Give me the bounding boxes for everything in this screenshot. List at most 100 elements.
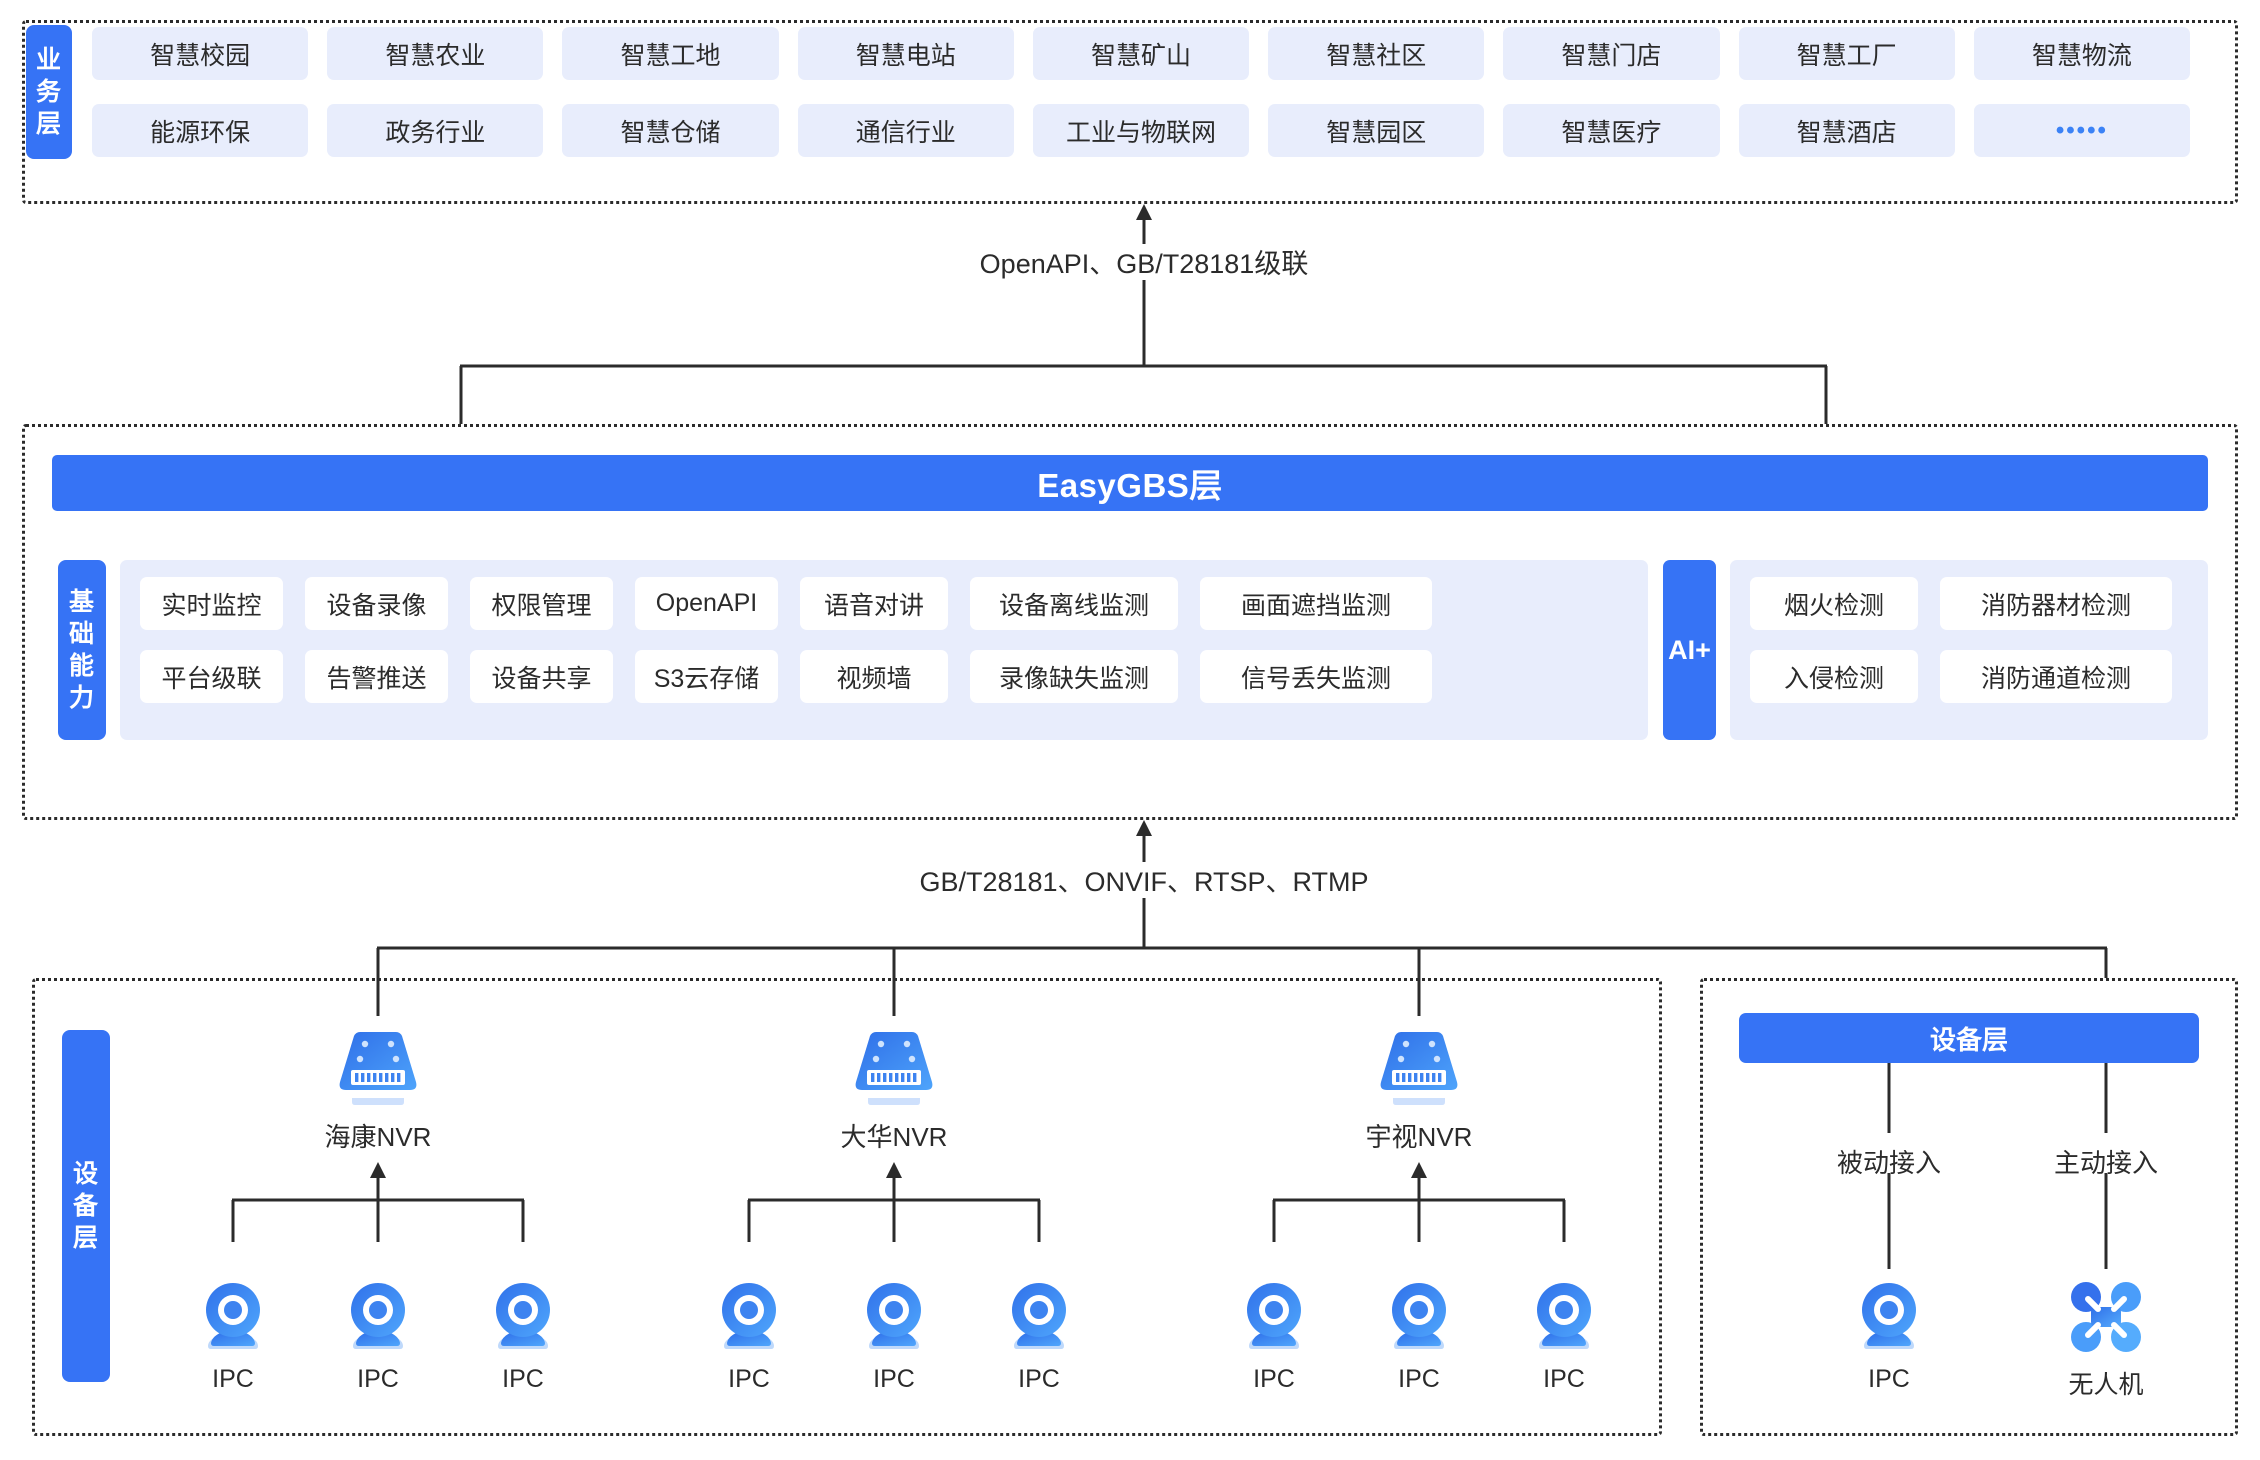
- capability-item-5[interactable]: 设备离线监测: [970, 577, 1178, 630]
- device-label-drone: 无人机: [2068, 1371, 2144, 1399]
- camera-label-1-1: IPC: [873, 1365, 915, 1393]
- camera-icon-node-1-1[interactable]: [859, 1278, 929, 1356]
- business-item-2[interactable]: 智慧工地: [562, 27, 779, 80]
- nvr-icon-group-1[interactable]: [846, 1026, 942, 1108]
- business-item-10[interactable]: 政务行业: [327, 104, 544, 157]
- camera-icon-node-0-0[interactable]: [198, 1278, 268, 1356]
- business-layer-tab: 业 务 层: [26, 25, 72, 159]
- nvr-label-2: 宇视NVR: [1365, 1122, 1473, 1152]
- capability-item-2[interactable]: 权限管理: [470, 577, 613, 630]
- business-item-1[interactable]: 智慧农业: [327, 27, 544, 80]
- camera-icon-node-2-2[interactable]: [1529, 1278, 1599, 1356]
- ai-item-0[interactable]: 烟火检测: [1750, 577, 1918, 630]
- business-item-5[interactable]: 智慧社区: [1268, 27, 1485, 80]
- device-label-passive: IPC: [1868, 1365, 1910, 1393]
- camera-icon-node-2-0[interactable]: [1239, 1278, 1309, 1356]
- nvr-0-tree: [231, 1162, 525, 1242]
- camera-label-1-0: IPC: [728, 1365, 770, 1393]
- ai-item-2[interactable]: 入侵检测: [1750, 650, 1918, 703]
- nvr-label-0: 海康NVR: [324, 1122, 432, 1152]
- device-layer-right-header: 设备层: [1739, 1013, 2199, 1063]
- business-item-7[interactable]: 智慧工厂: [1738, 27, 1955, 80]
- nvr-icon: [1380, 1032, 1458, 1105]
- camera-label-0-1: IPC: [357, 1365, 399, 1393]
- nvr-1-tree: [747, 1162, 1041, 1242]
- camera-icon-node-1-2[interactable]: [1004, 1278, 1074, 1356]
- camera-icon: [722, 1283, 776, 1349]
- business-item-14[interactable]: 智慧园区: [1268, 104, 1485, 157]
- nvr-2-tree: [1272, 1162, 1566, 1242]
- capability-layer-tab: 基 础 能 力: [58, 560, 106, 740]
- business-item-11[interactable]: 智慧仓储: [562, 104, 779, 157]
- camera-icon-node-0-2[interactable]: [488, 1278, 558, 1356]
- ai-capability-box: 烟火检测 消防器材检测 入侵检测 消防通道检测: [1730, 560, 2208, 740]
- access-mode-label-0: 被动接入: [1836, 1148, 1942, 1178]
- business-item-13[interactable]: 工业与物联网: [1032, 104, 1250, 157]
- connector-top-label: OpenAPI、GB/T28181级联: [979, 249, 1309, 279]
- camera-icon: [1012, 1283, 1066, 1349]
- device-right-lines: [1887, 1063, 2108, 1269]
- easygbs-header-bar: EasyGBS层: [52, 455, 2208, 511]
- business-item-more[interactable]: •••••: [1973, 104, 2190, 157]
- nvr-stems: [376, 978, 1421, 1016]
- capability-item-8[interactable]: 告警推送: [305, 650, 448, 703]
- nvr-icon: [339, 1032, 417, 1105]
- capability-box: 实时监控 设备录像 权限管理 OpenAPI 语音对讲 设备离线监测 画面遮挡监…: [120, 560, 1648, 740]
- camera-icon: [351, 1283, 405, 1349]
- capability-grid: 实时监控 设备录像 权限管理 OpenAPI 语音对讲 设备离线监测 画面遮挡监…: [140, 577, 1628, 703]
- capability-item-9[interactable]: 设备共享: [470, 650, 613, 703]
- ai-plus-tab: AI+: [1663, 560, 1716, 740]
- camera-icon: [1392, 1283, 1446, 1349]
- business-item-16[interactable]: 智慧酒店: [1738, 104, 1955, 157]
- capability-item-4[interactable]: 语音对讲: [800, 577, 948, 630]
- drone-icon-node[interactable]: [2069, 1280, 2143, 1354]
- access-mode-label-1: 主动接入: [2053, 1148, 2159, 1178]
- connector-business-to-gbs: OpenAPI、GB/T28181级联: [0, 200, 2260, 310]
- capability-item-0[interactable]: 实时监控: [140, 577, 283, 630]
- gbs-bus-lines: [459, 306, 1828, 426]
- camera-label-0-0: IPC: [212, 1365, 254, 1393]
- business-item-0[interactable]: 智慧校园: [92, 27, 309, 80]
- business-item-9[interactable]: 能源环保: [92, 104, 309, 157]
- nvr-icon-group-2[interactable]: [1371, 1026, 1467, 1108]
- capability-item-11[interactable]: 视频墙: [800, 650, 948, 703]
- camera-icon: [206, 1283, 260, 1349]
- capability-tab-char-3: 力: [68, 684, 95, 712]
- camera-label-2-2: IPC: [1543, 1365, 1585, 1393]
- camera-icon: [496, 1283, 550, 1349]
- device-tab-char-0: 设: [72, 1160, 99, 1188]
- camera-icon-node-2-1[interactable]: [1384, 1278, 1454, 1356]
- camera-icon: [1247, 1283, 1301, 1349]
- capability-item-13[interactable]: 信号丢失监测: [1200, 650, 1432, 703]
- camera-icon-node-1-0[interactable]: [714, 1278, 784, 1356]
- camera-label-0-2: IPC: [502, 1365, 544, 1393]
- capability-item-6[interactable]: 画面遮挡监测: [1200, 577, 1432, 630]
- business-item-15[interactable]: 智慧医疗: [1503, 104, 1720, 157]
- nvr-icon: [855, 1032, 933, 1105]
- business-item-8[interactable]: 智慧物流: [1973, 27, 2190, 80]
- business-tab-char-2: 层: [35, 110, 62, 138]
- ai-capability-grid: 烟火检测 消防器材检测 入侵检测 消防通道检测: [1750, 577, 2188, 703]
- ai-item-1[interactable]: 消防器材检测: [1940, 577, 2172, 630]
- camera-icon: [867, 1283, 921, 1349]
- capability-item-10[interactable]: S3云存储: [635, 650, 778, 703]
- capability-item-7[interactable]: 平台级联: [140, 650, 283, 703]
- business-item-6[interactable]: 智慧门店: [1503, 27, 1720, 80]
- ai-item-3[interactable]: 消防通道检测: [1940, 650, 2172, 703]
- business-item-3[interactable]: 智慧电站: [797, 27, 1014, 80]
- camera-icon: [1862, 1283, 1916, 1349]
- capability-item-1[interactable]: 设备录像: [305, 577, 448, 630]
- nvr-icon-group-0[interactable]: [330, 1026, 426, 1108]
- device-layer-tab: 设 备 层: [62, 1030, 110, 1382]
- connector-gbs-to-device: GB/T28181、ONVIF、RTSP、RTMP: [0, 818, 2260, 978]
- capability-tab-char-1: 础: [68, 620, 95, 648]
- camera-icon-node-passive[interactable]: [1854, 1278, 1924, 1356]
- camera-icon: [1537, 1283, 1591, 1349]
- business-item-4[interactable]: 智慧矿山: [1032, 27, 1250, 80]
- capability-item-3[interactable]: OpenAPI: [635, 577, 778, 630]
- capability-tab-char-2: 能: [68, 652, 95, 680]
- business-items-grid: 智慧校园 智慧农业 智慧工地 智慧电站 智慧矿山 智慧社区 智慧门店 智慧工厂 …: [92, 27, 2190, 157]
- business-item-12[interactable]: 通信行业: [797, 104, 1014, 157]
- camera-icon-node-0-1[interactable]: [343, 1278, 413, 1356]
- capability-item-12[interactable]: 录像缺失监测: [970, 650, 1178, 703]
